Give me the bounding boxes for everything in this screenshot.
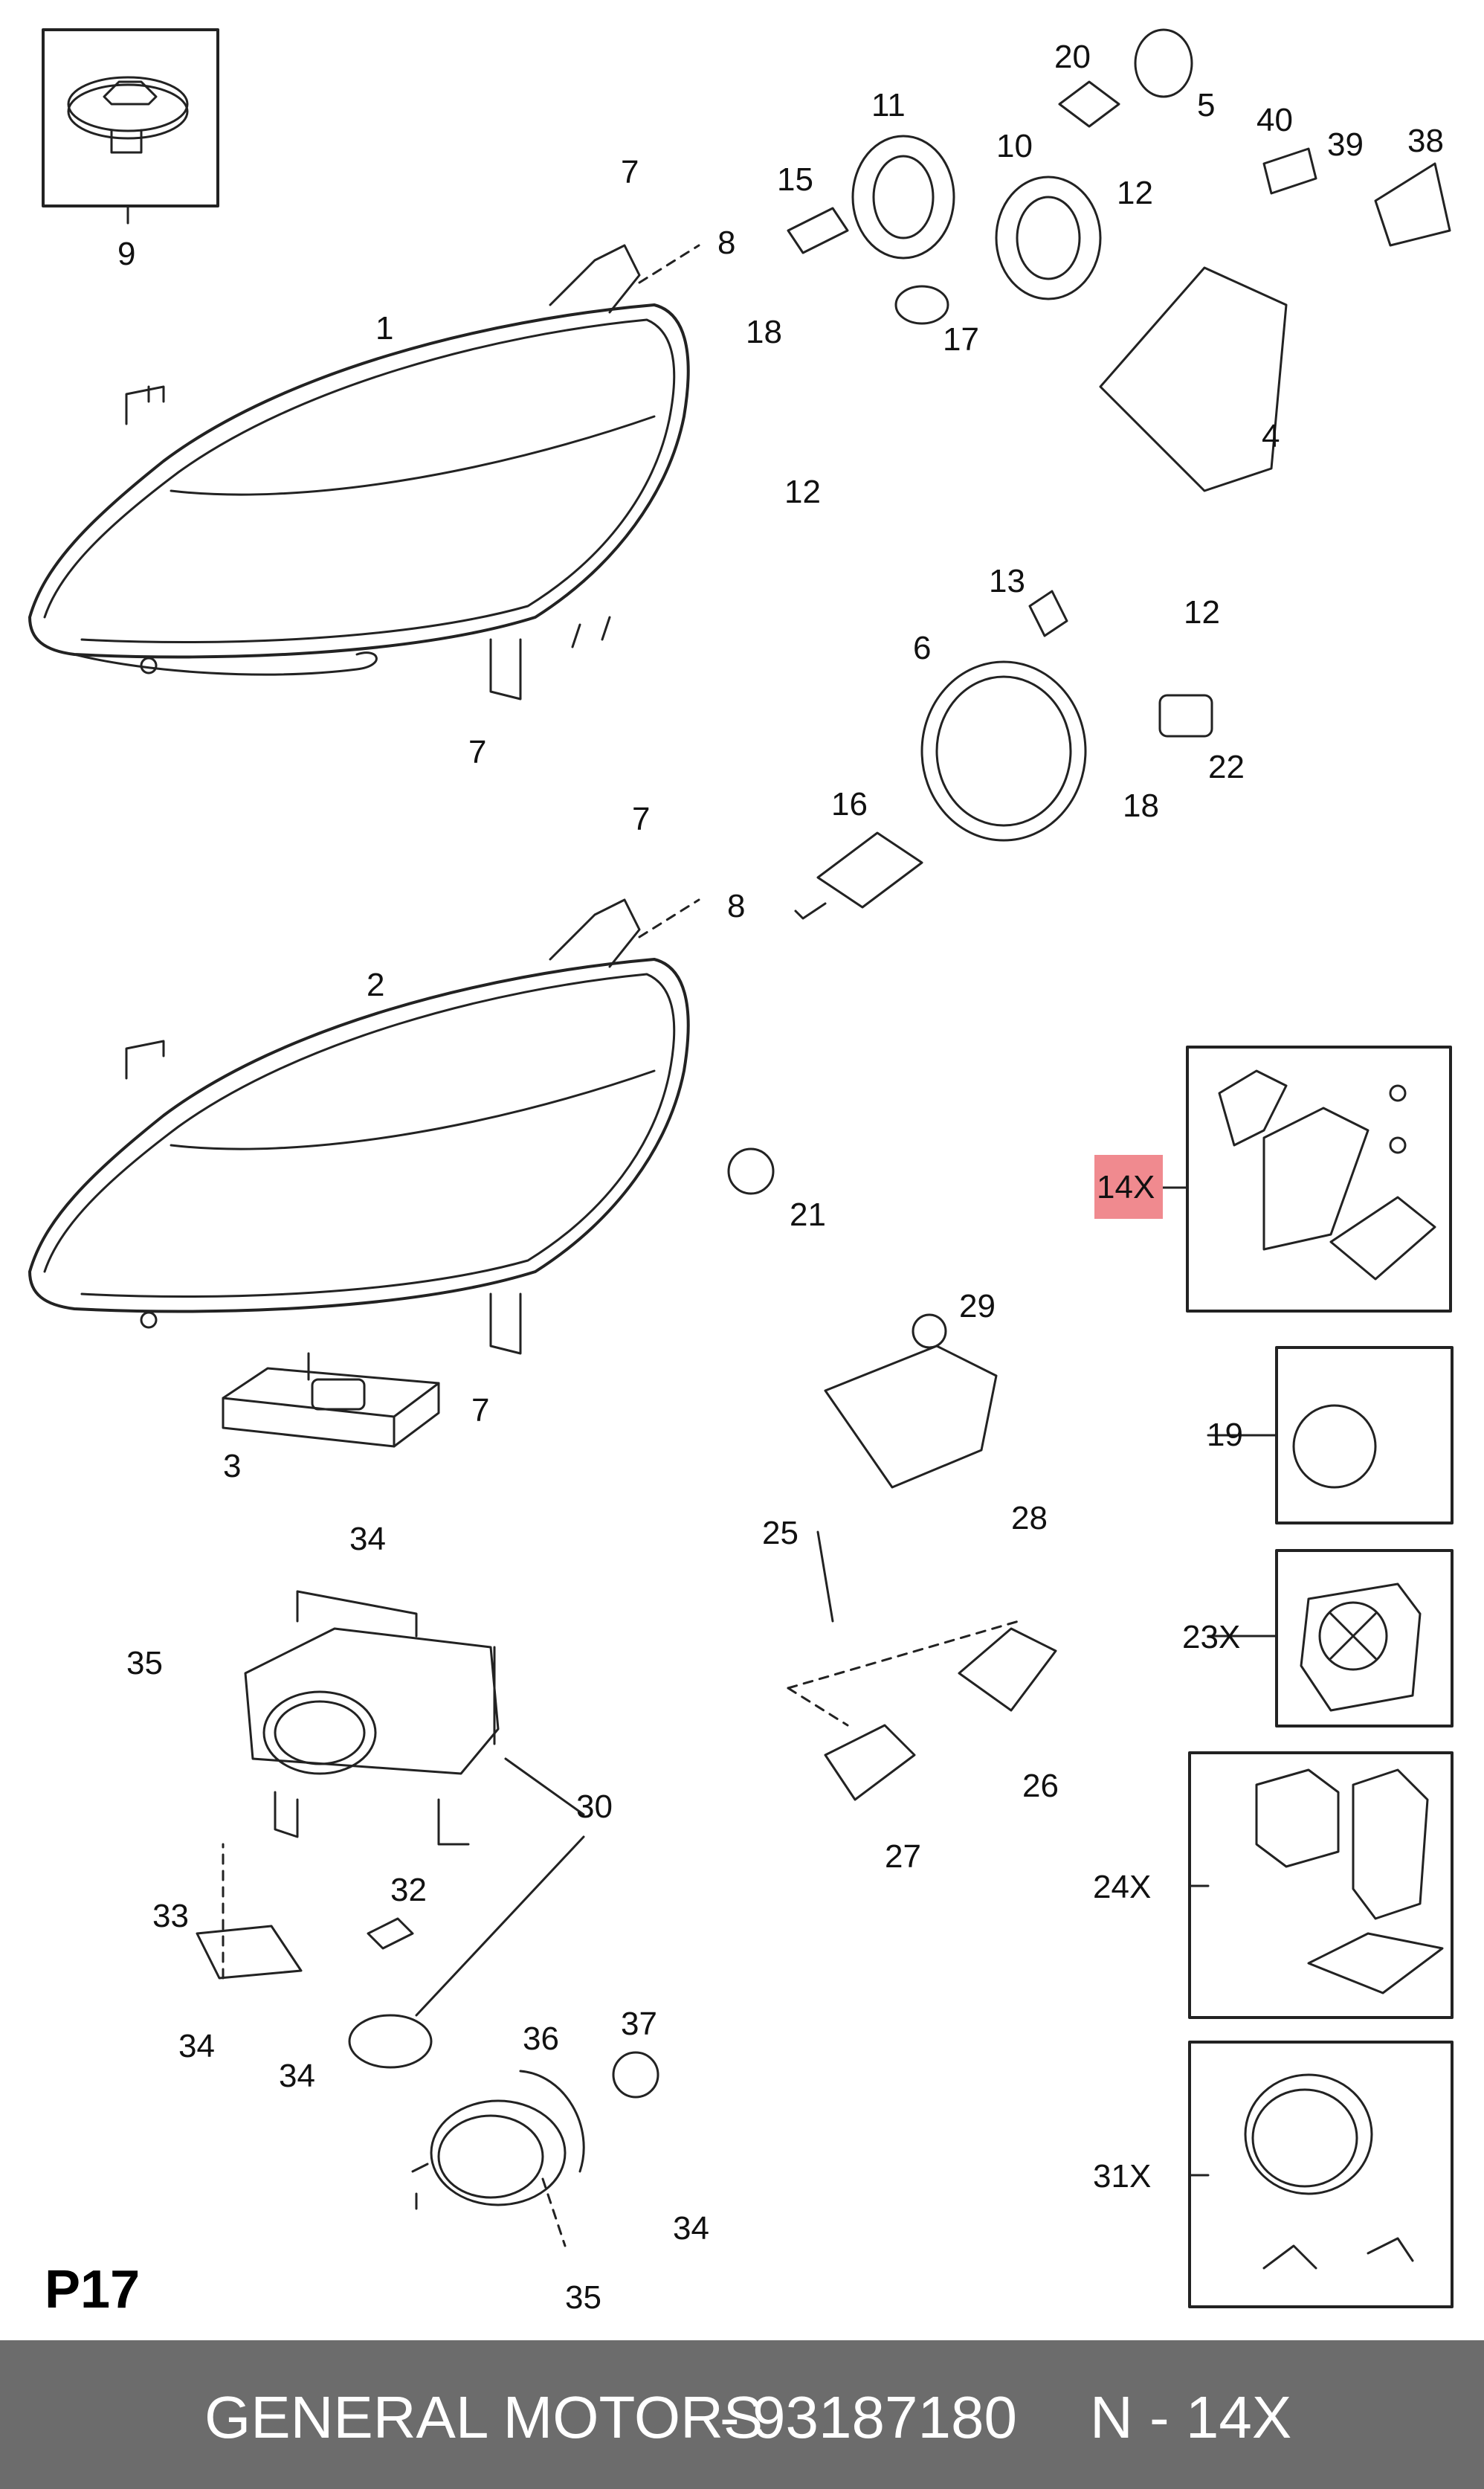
callout-36: 36: [523, 2020, 559, 2057]
solid-leaders: [415, 1186, 1277, 2177]
callout-4: 4: [1262, 418, 1280, 454]
headlamp-2: [28, 898, 690, 1355]
callout-21: 21: [790, 1197, 826, 1233]
callout-37: 37: [621, 2006, 657, 2042]
callout-13: 13: [989, 563, 1025, 599]
callout-14x[interactable]: 14X: [1097, 1169, 1155, 1205]
callout-8b: 8: [727, 888, 746, 924]
kit-31x-box: [1188, 2041, 1454, 2308]
callout-26: 26: [1022, 1768, 1059, 1804]
callout-15: 15: [777, 161, 813, 198]
callout-12b: 12: [784, 474, 821, 510]
callout-20: 20: [1054, 39, 1091, 75]
kit-23x-box: [1275, 1549, 1454, 1728]
callout-28: 28: [1011, 1500, 1048, 1536]
callout-18b: 18: [1123, 788, 1159, 824]
fog-lamp-36: [411, 2070, 585, 2210]
callout-34c: 34: [279, 2058, 315, 2094]
callout-23x: 23X: [1182, 1619, 1241, 1655]
callout-32: 32: [390, 1872, 427, 1908]
callout-18a: 18: [746, 314, 782, 350]
fog-housing-30: [244, 1590, 500, 1846]
footer-reference: N - 14X: [1090, 2384, 1292, 2450]
callout-34b: 34: [178, 2028, 215, 2064]
callout-33: 33: [152, 1898, 189, 1934]
callout-7c: 7: [632, 801, 651, 837]
callout-7a: 7: [621, 154, 639, 190]
callout-34d: 34: [673, 2210, 709, 2247]
callout-31x: 31X: [1093, 2158, 1152, 2195]
headlamp-1: [28, 244, 690, 701]
callout-35b: 35: [565, 2279, 601, 2316]
callout-35a: 35: [126, 1645, 163, 1681]
callout-7b: 7: [468, 734, 487, 770]
callout-10: 10: [996, 128, 1033, 164]
callout-3: 3: [223, 1448, 242, 1484]
parts-diagram: [28, 28, 1454, 2308]
callout-24x: 24X: [1093, 1869, 1152, 1905]
callout-2: 2: [367, 967, 385, 1003]
callout-30: 30: [576, 1788, 613, 1825]
callout-6: 6: [913, 630, 932, 666]
callout-29: 29: [959, 1288, 996, 1324]
leader-lines: [222, 244, 1020, 2247]
callout-17: 17: [943, 321, 979, 358]
ballast-3: [222, 1352, 440, 1448]
footer-part-number: 93187180: [752, 2384, 1017, 2450]
footer-manufacturer: GENERAL MOTORS: [204, 2384, 764, 2450]
callout-34a: 34: [349, 1521, 386, 1557]
highlight-14x: [1094, 1155, 1163, 1219]
callout-8a: 8: [717, 225, 736, 261]
callout-11: 11: [871, 87, 906, 123]
callout-1: 1: [375, 310, 394, 347]
callout-7d: 7: [471, 1392, 490, 1429]
callout-12c: 12: [1184, 594, 1220, 631]
callout-40: 40: [1256, 102, 1293, 138]
kit-24x-box: [1188, 1751, 1454, 2019]
callout-9: 9: [117, 236, 136, 272]
callout-19: 19: [1207, 1417, 1243, 1453]
kit-14x-box: [1186, 1046, 1452, 1313]
callout-38: 38: [1407, 123, 1444, 159]
kit-19-box: [1275, 1346, 1454, 1524]
callout-22: 22: [1208, 749, 1245, 785]
small-parts: [196, 28, 1451, 2099]
callout-16: 16: [831, 786, 868, 822]
callout-39: 39: [1327, 126, 1364, 163]
callout-25: 25: [762, 1515, 799, 1551]
page-code: P17: [45, 2260, 141, 2319]
callout-12a: 12: [1117, 175, 1153, 211]
part-9-box: [42, 28, 219, 225]
footer-separator: -: [720, 2384, 740, 2450]
callout-27: 27: [885, 1838, 921, 1875]
callout-5: 5: [1197, 87, 1216, 123]
footer-bar: GENERAL MOTORS - 93187180 N - 14X: [0, 2340, 1484, 2489]
